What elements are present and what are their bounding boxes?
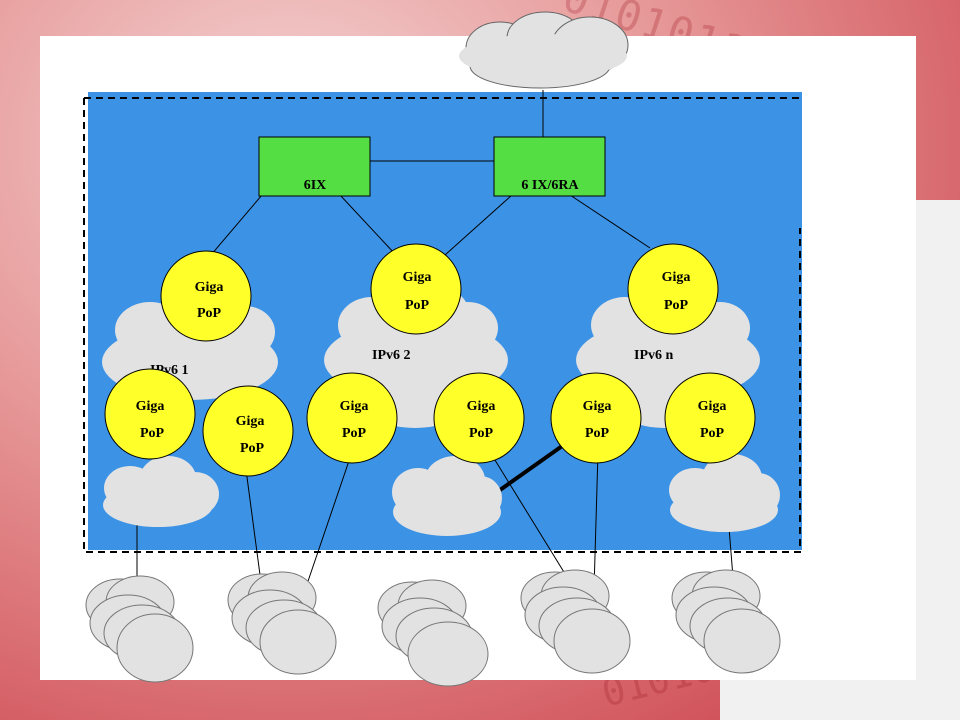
gigapop-top-3-line1: Giga: [662, 270, 691, 285]
gigapop-top-1-line1: Giga: [195, 280, 224, 295]
gigapop-lower-5-line2: PoP: [585, 426, 610, 441]
gigapop-lower-4-line2: PoP: [469, 426, 494, 441]
network-n-label: IPv6 n: [634, 348, 674, 363]
metro-cloud-1: [103, 456, 219, 527]
gigapop-lower-6-line2: PoP: [700, 426, 725, 441]
exchange-6ix-6ra[interactable]: [493, 136, 606, 197]
link-6ix-net2: [339, 194, 396, 255]
gigapop-top-3[interactable]: Giga PoP: [627, 243, 719, 335]
link-6ixra-net2: [444, 194, 513, 256]
campus-cloud-2: [227, 571, 337, 675]
gigapop-top-3-line2: PoP: [664, 298, 689, 313]
gigapop-top-2-line1: Giga: [403, 270, 432, 285]
link-6ix-net1: [204, 194, 263, 263]
links: [136, 90, 735, 591]
link-gp4-campus: [489, 451, 576, 591]
metro-cloud-2: [392, 456, 502, 536]
gigapop-lower-4[interactable]: Giga PoP: [433, 372, 525, 464]
gigapop-lower-2[interactable]: Giga PoP: [202, 385, 294, 477]
gigapop-lower-6-line1: Giga: [698, 399, 727, 414]
link-gp5-campus: [593, 451, 599, 591]
gigapop-top-1-line2: PoP: [197, 306, 222, 321]
link-thick-metro2-gp5: [498, 442, 567, 492]
link-gp2-campus: [244, 461, 263, 591]
gigapop-lower-1[interactable]: Giga PoP: [104, 368, 196, 460]
gigapop-lower-6[interactable]: Giga PoP: [664, 372, 756, 464]
gigapop-lower-5[interactable]: Giga PoP: [550, 372, 642, 464]
gigapop-lower-4-line1: Giga: [467, 399, 496, 414]
campus-cloud-5: [671, 569, 781, 674]
gigapop-lower-2-line1: Giga: [236, 414, 265, 429]
gigapop-lower-3[interactable]: Giga PoP: [306, 372, 398, 464]
link-gp3-campus: [304, 451, 353, 591]
network-2-label: IPv6 2: [372, 348, 411, 363]
metro-cloud-3: [669, 454, 780, 532]
boundary-dashed-left: [83, 98, 801, 553]
gigapop-lower-2-line2: PoP: [240, 441, 265, 456]
link-6ixra-netn: [569, 194, 651, 249]
campus-cloud-4: [520, 569, 631, 674]
campus-cloud-3: [377, 579, 489, 687]
gigapop-top-2-line2: PoP: [405, 298, 430, 313]
campus-cloud-1: [85, 575, 194, 683]
gigapop-lower-5-line1: Giga: [583, 399, 612, 414]
exchange-6ix[interactable]: [258, 136, 371, 197]
exchange-6ix-6ra-line2: 6 IX/6RA: [521, 178, 579, 193]
gigapop-lower-3-line2: PoP: [342, 426, 367, 441]
gigapop-lower-1-line2: PoP: [140, 426, 165, 441]
gigapop-lower-3-line1: Giga: [340, 399, 369, 414]
exchange-6ix-line2: 6IX: [304, 178, 327, 193]
gigapop-lower-1-line1: Giga: [136, 399, 165, 414]
gigapop-top-2[interactable]: Giga PoP: [370, 243, 462, 335]
gigapop-top-1[interactable]: Giga PoP: [160, 250, 252, 342]
